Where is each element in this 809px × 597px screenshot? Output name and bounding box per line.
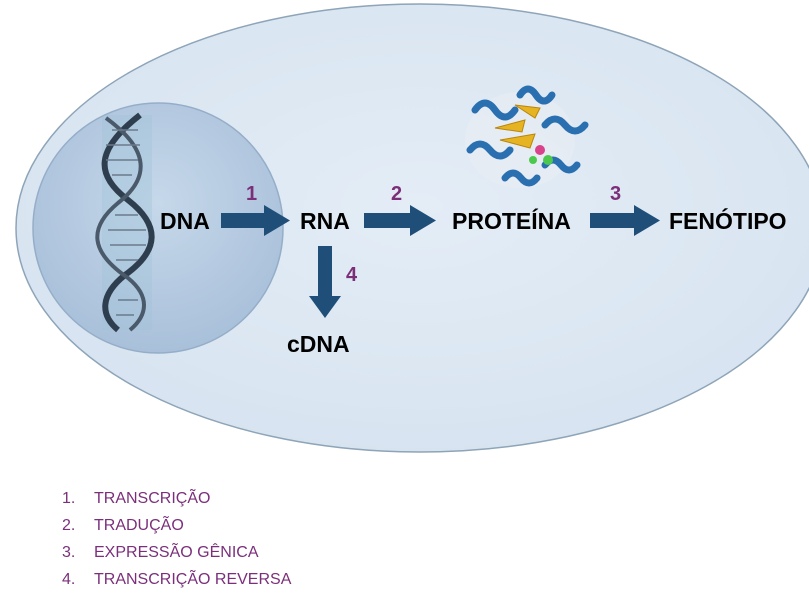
legend-item: 1. TRANSCRIÇÃO <box>62 485 291 512</box>
legend-number: 4. <box>62 571 76 588</box>
legend-item: 3. EXPRESSÃO GÊNICA <box>62 539 291 566</box>
protein-label: PROTEÍNA <box>452 208 571 234</box>
dna-double-helix-icon <box>95 112 155 333</box>
dna-label: DNA <box>160 208 210 234</box>
legend-item: 2. TRADUÇÃO <box>62 512 291 539</box>
step-number-2: 2 <box>391 183 403 205</box>
legend-item: 4. TRANSCRIÇÃO REVERSA <box>62 566 291 593</box>
cdna-label: cDNA <box>287 331 350 357</box>
step-number-4: 4 <box>346 264 358 286</box>
legend-list: 1. TRANSCRIÇÃO 2. TRADUÇÃO 3. EXPRESSÃO GÊN… <box>62 485 291 593</box>
legend-label: EXPRESSÃO GÊNICA <box>94 544 259 561</box>
phenotype-label: FENÓTIPO <box>669 208 787 234</box>
legend-number: 2. <box>62 517 76 534</box>
legend-label: TRADUÇÃO <box>94 517 184 534</box>
step-number-1: 1 <box>246 183 258 205</box>
legend-number: 1. <box>62 490 76 507</box>
arrow-4 <box>309 246 341 318</box>
arrow-1 <box>221 205 290 236</box>
protein-structure-icon <box>465 85 589 188</box>
nucleus-circle <box>32 102 284 354</box>
step-number-3: 3 <box>610 183 622 205</box>
legend-label: TRANSCRIÇÃO REVERSA <box>94 571 292 588</box>
legend-number: 3. <box>62 544 76 561</box>
arrow-3 <box>590 205 660 236</box>
arrow-2 <box>364 205 436 236</box>
legend-label: TRANSCRIÇÃO <box>94 490 211 507</box>
rna-label: RNA <box>300 208 350 234</box>
